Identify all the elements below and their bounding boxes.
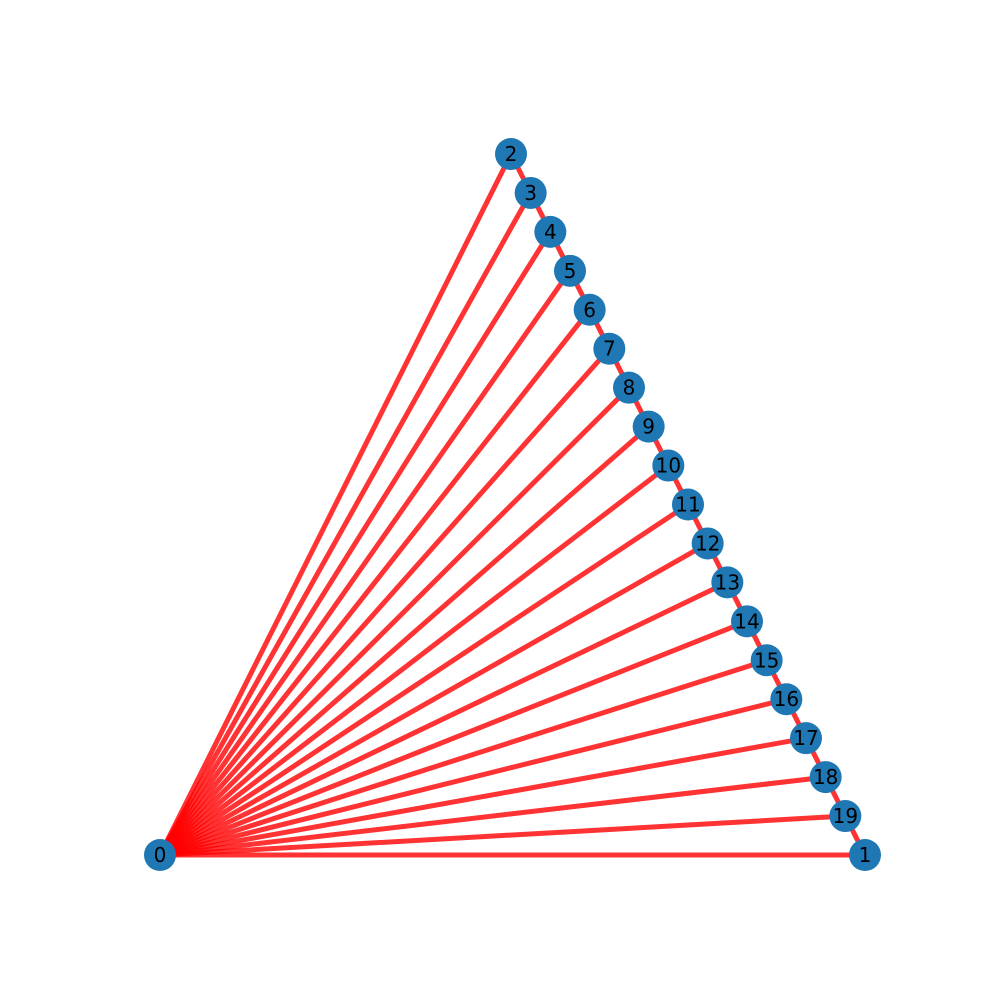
nodes-layer bbox=[144, 138, 881, 871]
node-label-11: 11 bbox=[675, 493, 700, 517]
edge-0-5 bbox=[157, 269, 573, 857]
node-9 bbox=[632, 410, 665, 443]
node-label-2: 2 bbox=[505, 142, 518, 166]
edge-0-3 bbox=[157, 191, 533, 857]
node-12 bbox=[691, 527, 724, 560]
edge-0-2 bbox=[157, 152, 514, 857]
edge-0-4 bbox=[157, 230, 553, 857]
node-label-15: 15 bbox=[754, 648, 779, 672]
node-7 bbox=[593, 332, 626, 365]
edge-0-13 bbox=[158, 580, 729, 858]
node-15 bbox=[750, 644, 783, 677]
edge-0-12 bbox=[158, 541, 709, 858]
edge-0-11 bbox=[158, 502, 690, 858]
node-14 bbox=[731, 605, 763, 638]
node-10 bbox=[652, 449, 685, 482]
node-8 bbox=[613, 371, 645, 404]
node-label-3: 3 bbox=[524, 181, 537, 205]
node-label-5: 5 bbox=[564, 259, 577, 283]
node-3 bbox=[514, 176, 547, 209]
node-2 bbox=[495, 138, 527, 170]
node-label-9: 9 bbox=[642, 415, 655, 439]
node-6 bbox=[573, 293, 606, 326]
edge-0-14 bbox=[159, 619, 748, 858]
node-label-0: 0 bbox=[154, 843, 167, 867]
edge-0-6 bbox=[158, 308, 592, 857]
edge-0-8 bbox=[158, 385, 631, 857]
node-16 bbox=[770, 683, 803, 716]
node-19 bbox=[829, 800, 862, 833]
edge-0-7 bbox=[158, 347, 612, 857]
node-label-6: 6 bbox=[583, 298, 596, 322]
node-label-8: 8 bbox=[623, 376, 636, 400]
node-label-10: 10 bbox=[656, 454, 681, 478]
edge-0-19 bbox=[159, 813, 846, 858]
node-11 bbox=[672, 488, 704, 521]
node-label-18: 18 bbox=[813, 765, 838, 789]
node-1 bbox=[849, 839, 881, 871]
node-label-14: 14 bbox=[734, 609, 759, 633]
node-18 bbox=[809, 761, 842, 794]
edge-0-17 bbox=[159, 735, 807, 858]
edge-0-9 bbox=[158, 424, 651, 857]
node-label-4: 4 bbox=[544, 220, 557, 244]
node-label-1: 1 bbox=[859, 843, 872, 867]
node-0 bbox=[144, 839, 176, 871]
edge-0-16 bbox=[159, 696, 787, 858]
node-label-16: 16 bbox=[774, 687, 799, 711]
edge-0-18 bbox=[159, 774, 826, 858]
node-label-7: 7 bbox=[603, 337, 616, 361]
node-label-19: 19 bbox=[833, 804, 858, 828]
node-13 bbox=[711, 566, 744, 599]
node-label-12: 12 bbox=[695, 531, 720, 555]
node-label-13: 13 bbox=[715, 570, 740, 594]
node-5 bbox=[554, 254, 586, 287]
edge-0-10 bbox=[158, 463, 670, 857]
node-label-17: 17 bbox=[793, 726, 818, 750]
node-17 bbox=[790, 722, 822, 755]
node-4 bbox=[534, 215, 567, 248]
edge-0-15 bbox=[159, 657, 768, 858]
